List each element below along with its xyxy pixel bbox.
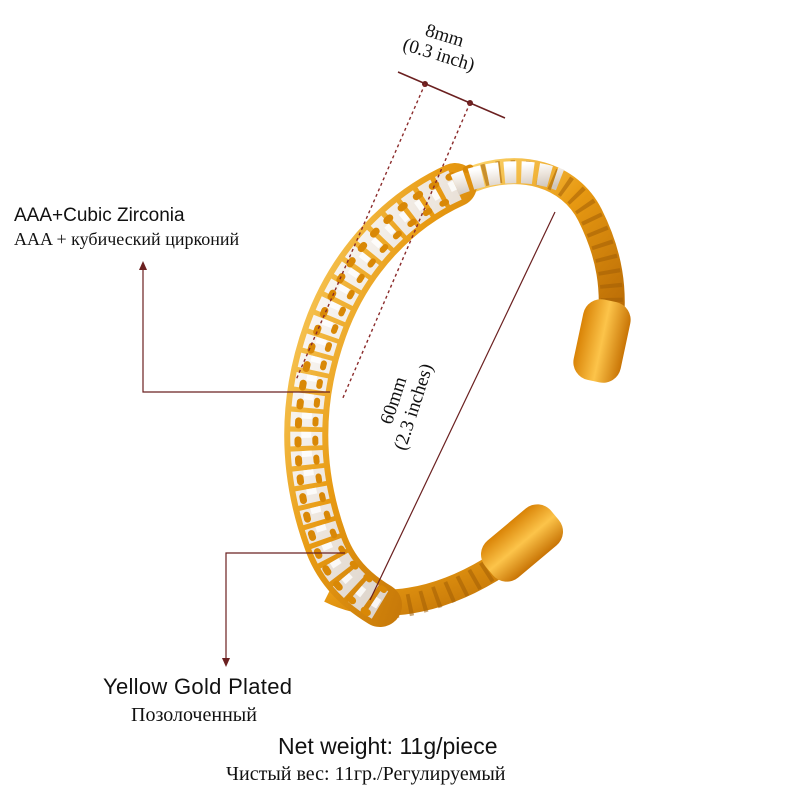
zirconia-stone-facets xyxy=(301,180,458,610)
zirconia-leader-line xyxy=(142,268,330,393)
zirconia-label-ru: AAA + кубический цирконий xyxy=(14,229,240,249)
bracelet-end-tip-lower xyxy=(480,504,564,582)
gold-leader-line xyxy=(225,552,345,660)
zirconia-leader-arrow xyxy=(139,261,147,270)
weight-label-ru: Чистый вес: 11гр./Регулируемый xyxy=(226,763,506,785)
zirconia-label-en: AAA+Cubic Zirconia xyxy=(14,205,185,226)
gold-label-ru: Позолоченный xyxy=(131,704,257,726)
bracelet xyxy=(284,158,631,627)
weight-label-en: Net weight: 11g/piece xyxy=(278,733,498,759)
gold-prongs-inner xyxy=(312,199,449,593)
gold-leader-arrow xyxy=(222,658,230,667)
diameter-line xyxy=(369,211,556,601)
width-dimension xyxy=(295,71,506,401)
bracelet-top-edge xyxy=(450,161,565,196)
bracelet-end-tip-upper xyxy=(573,299,631,383)
gold-prongs-outer xyxy=(294,164,474,620)
gold-label-en: Yellow Gold Plated xyxy=(103,674,293,699)
width-bar xyxy=(397,71,506,119)
